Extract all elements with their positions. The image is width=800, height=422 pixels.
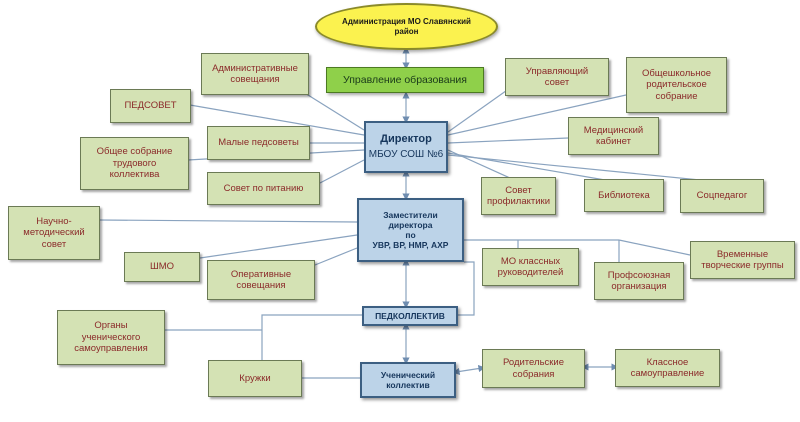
sovet-profilaktiki-node: Совет профилактики [481,177,556,215]
obshchee-sobranie-node: Общее собрание трудового коллектива [80,137,189,190]
admin-label: Администрация МО Славянский район [342,16,471,36]
vremennye-node: Временные творческие группы [690,241,795,279]
socpedagog-node: Соцпедагог [680,179,764,213]
roditelskoe-sobranie-node: Общешкольное родительское собрание [626,57,727,113]
line-direktor-med [447,137,569,144]
pedsovet-label: ПЕДСОВЕТ [124,100,177,112]
med-kabinet-label: Медицинский кабинет [583,124,644,147]
profsoyuz-node: Профсоюзная организация [594,262,684,300]
line-direktor-socpedagog [447,154,701,181]
upravlenie-node: Управление образования [326,67,484,93]
sovet-profilaktiki-label: Совет профилактики [486,184,551,207]
uchenicheskiy-label: Ученический коллектив [380,369,436,390]
roditelskoe-sobranie-label: Общешкольное родительское собрание [641,67,712,102]
line-zam-operativnye [314,247,358,266]
admin-soveshch-node: Административные совещания [201,53,309,95]
roditelskie-label: Родительские собрания [502,357,565,380]
mo-klassnyh-label: МО классных руководителей [497,255,564,278]
line-direktor-pitaniyu [319,159,365,184]
operativnye-label: Оперативные совещания [230,268,292,291]
zamestiteli-label: Заместители директора по УВР, ВР, НМР, А… [372,209,449,251]
vremennye-label: Временные творческие группы [701,248,784,271]
klassnoe-label: Классное самоуправление [630,356,705,379]
organy-label: Органы ученического самоуправления [74,320,148,355]
upravlenie-label: Управление образования [343,73,467,86]
maly-pedsovety-node: Малые педсоветы [207,126,310,160]
uchenicheskiy-node: Ученический коллектив [360,362,456,398]
pedkollektiv-label: ПЕДКОЛЛЕКТИВ [375,310,445,321]
mo-klassnyh-node: МО классных руководителей [482,248,579,286]
admin-soveshch-label: Административные совещания [212,62,298,85]
operativnye-node: Оперативные совещания [207,260,315,300]
upravlyayushchiy-node: Управляющий совет [505,58,609,96]
admin-node: Администрация МО Славянский район [315,3,498,50]
direktor-sub: МБОУ СОШ №6 [368,148,444,160]
kruzhki-label: Кружки [239,372,271,384]
nauchno-metod-label: Научно- методический совет [23,215,85,250]
sovet-pitaniyu-label: Совет по питанию [223,182,304,194]
direktor-node: Директор МБОУ СОШ №6 [364,121,448,173]
roditelskie-node: Родительские собрания [482,349,585,388]
profsoyuz-label: Профсоюзная организация [607,269,671,292]
obshchee-sobranie-label: Общее собрание трудового коллектива [96,146,173,181]
line-bus-vremennye [618,239,691,256]
upravlyayushchiy-label: Управляющий совет [525,65,589,88]
line-zam-pedkol-right [458,261,475,316]
kruzhki-node: Кружки [208,360,302,397]
direktor-title: Директор [380,133,432,146]
line-pedkol-bus [261,314,362,330]
shmo-node: ШМО [124,252,200,282]
nauchno-metod-node: Научно- методический совет [8,206,100,260]
line-direktor-admin-soveshch [299,89,365,131]
klassnoe-node: Классное самоуправление [615,349,720,387]
line-zam-nauchno [99,219,358,223]
zamestiteli-node: Заместители директора по УВР, ВР, НМР, А… [357,198,464,262]
line-direktor-pedsovet [189,104,365,136]
biblioteka-node: Библиотека [584,179,664,212]
line-uch-roditelskie [452,364,486,376]
maly-pedsovety-label: Малые педсоветы [218,137,299,149]
biblioteka-label: Библиотека [598,189,650,201]
line-zam-shmo [199,234,358,259]
med-kabinet-node: Медицинский кабинет [568,117,659,155]
line-direktor-roditelskoe [447,94,627,136]
line-direktor-upravlyayushchiy [447,87,511,133]
pedsovet-node: ПЕДСОВЕТ [110,89,191,123]
shmo-label: ШМО [149,261,174,273]
socpedagog-label: Соцпедагог [696,190,748,202]
organy-node: Органы ученического самоуправления [57,310,165,365]
sovet-pitaniyu-node: Совет по питанию [207,172,320,205]
pedkollektiv-node: ПЕДКОЛЛЕКТИВ [362,306,458,326]
